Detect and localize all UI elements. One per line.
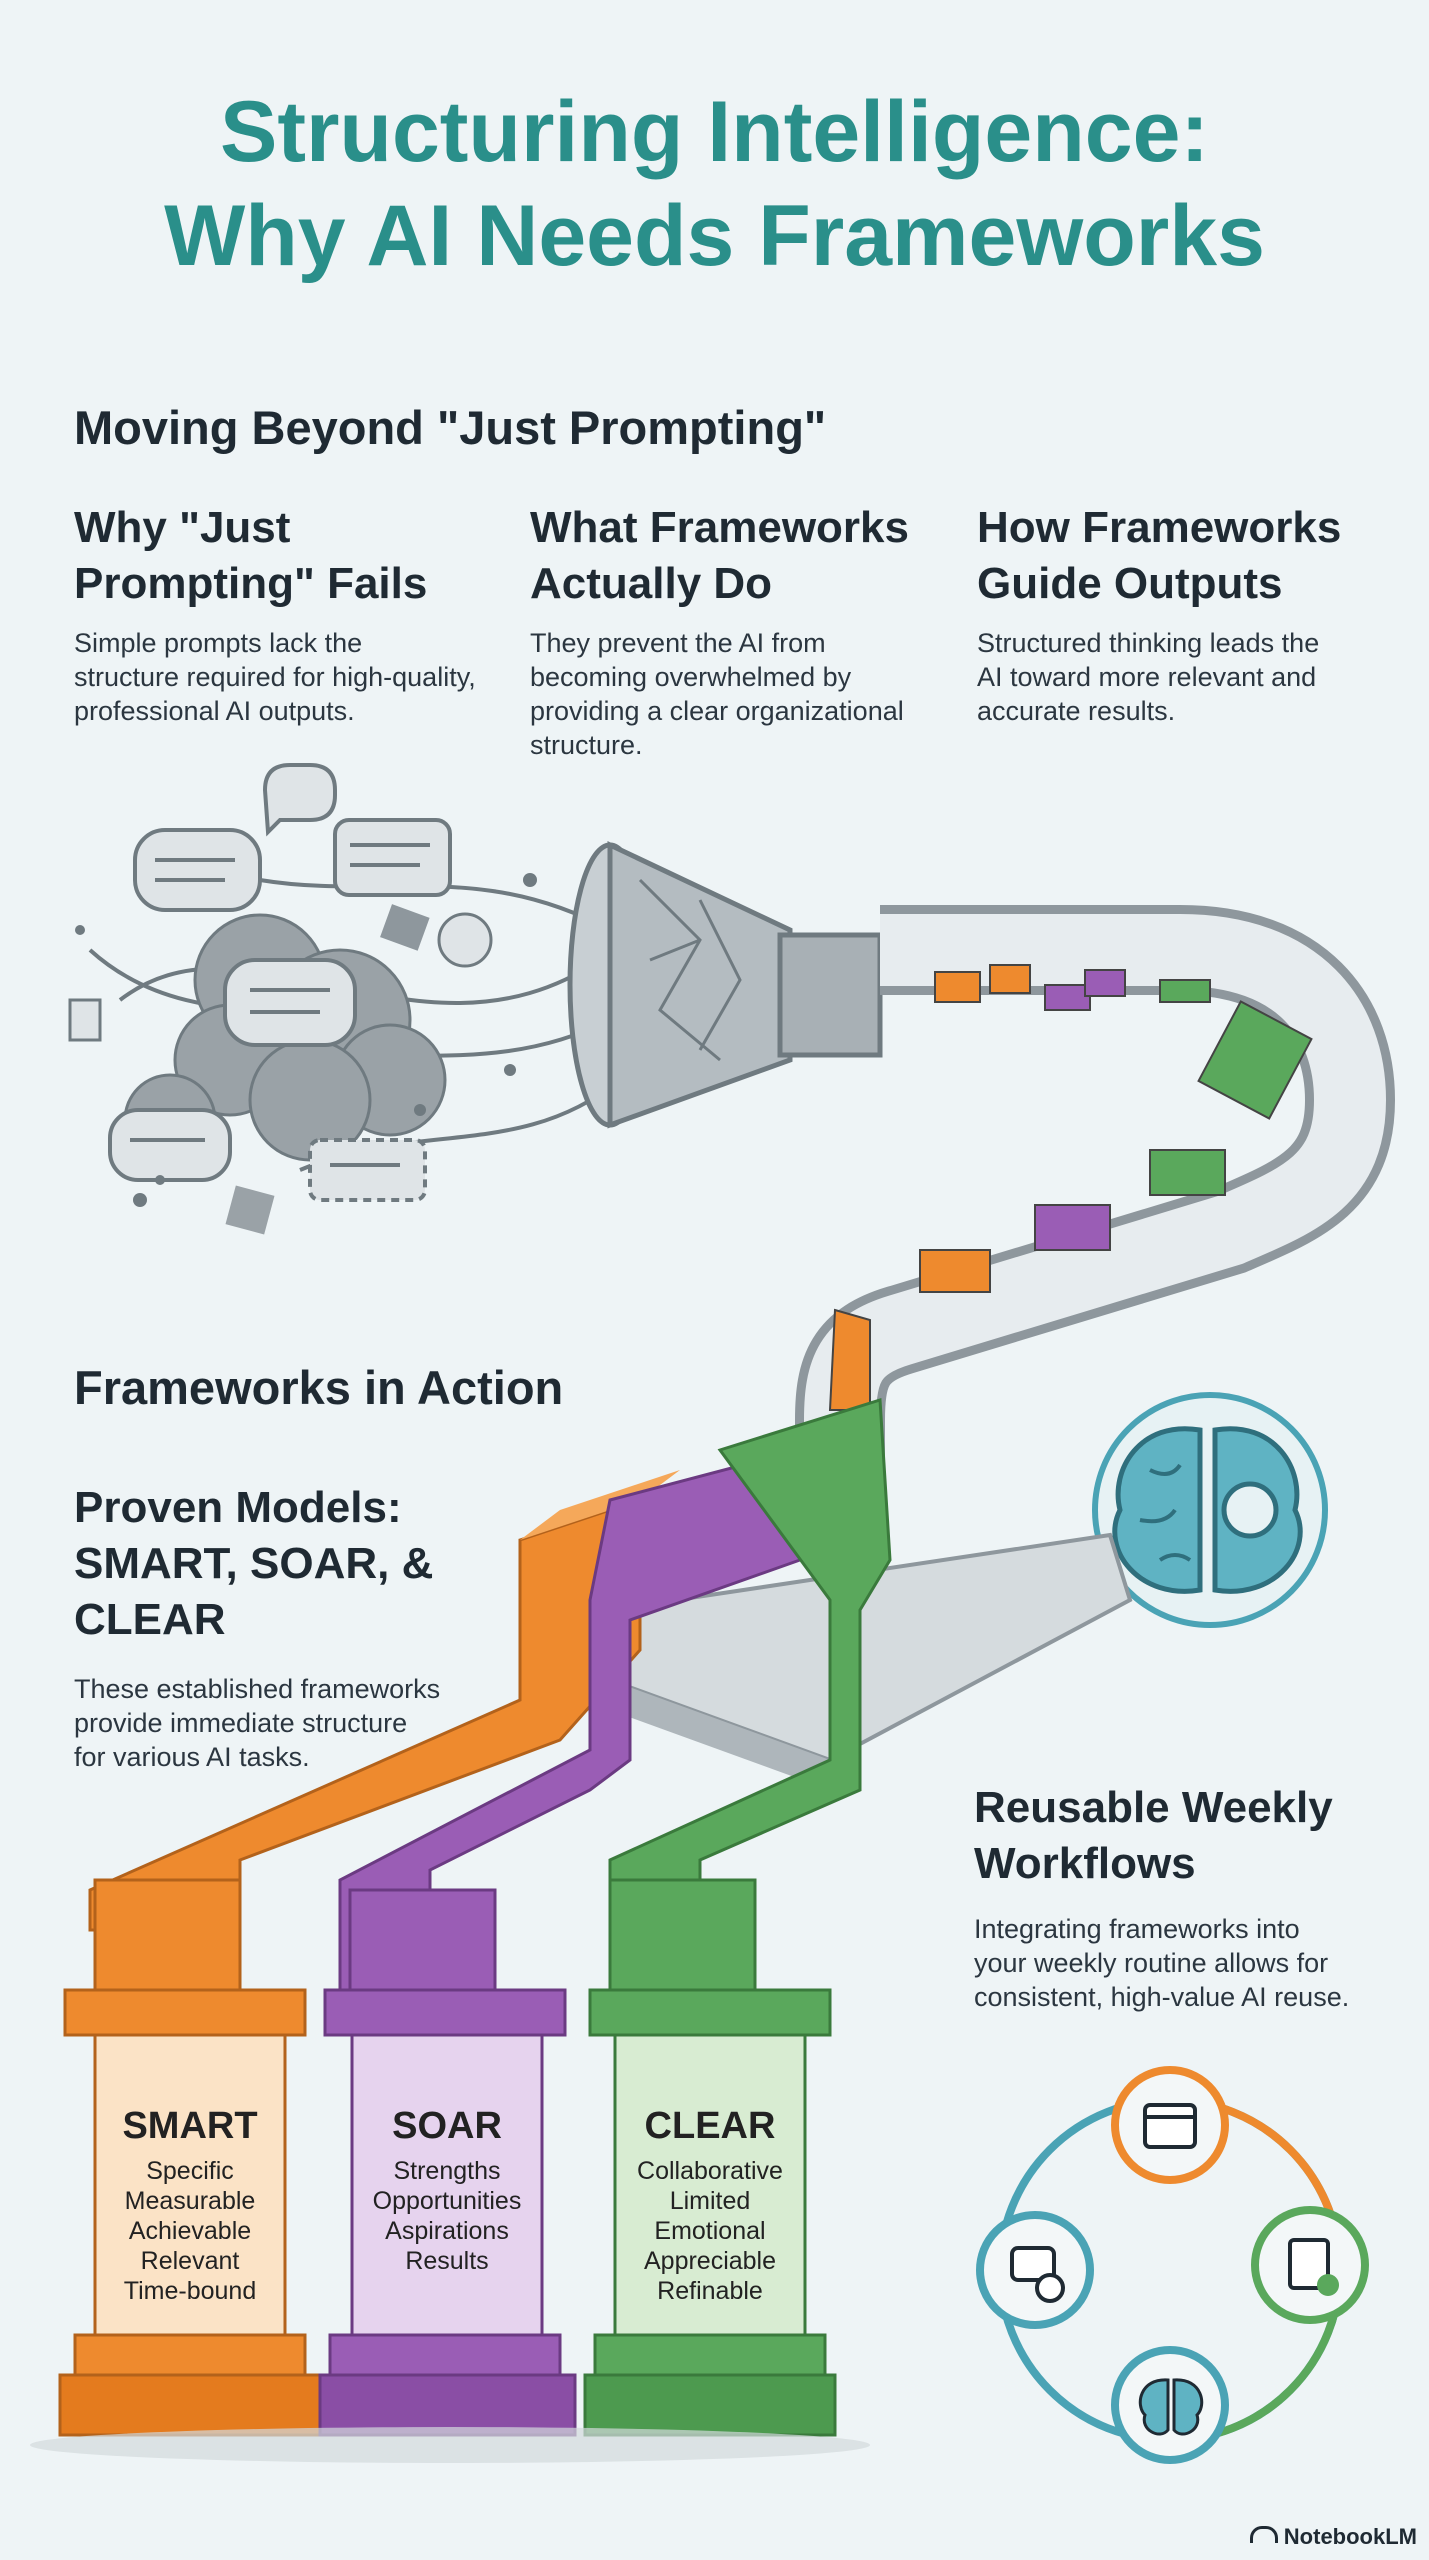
pillar-title: SOAR: [392, 2105, 502, 2147]
checklist-icon: [1251, 2206, 1369, 2324]
col3-heading-line1: How Frameworks: [977, 503, 1342, 552]
pillar-item: Appreciable: [643, 2247, 777, 2275]
col1-body: Simple prompts lack the structure requir…: [74, 626, 476, 728]
pillars: [30, 1878, 870, 2463]
notebooklm-logo-icon: [1249, 2526, 1278, 2543]
main-title: Structuring Intelligence: Why AI Needs F…: [0, 80, 1429, 288]
pillar-item: Collaborative: [637, 2157, 783, 2185]
pillar-item: Opportunities: [372, 2187, 522, 2215]
pillar-item: Time-bound: [123, 2277, 257, 2305]
reusable-body-line: your weekly routine allows for: [974, 1948, 1329, 1978]
proven-heading-line: SMART, SOAR, &: [74, 1539, 434, 1588]
col1-heading: Why "Just Prompting" Fails: [74, 500, 427, 612]
proven-heading: Proven Models: SMART, SOAR, & CLEAR: [74, 1480, 433, 1648]
reusable-heading-line: Reusable Weekly: [974, 1783, 1333, 1832]
chaos-cloud: [68, 763, 622, 1235]
bubble-text-lines: [130, 843, 430, 1167]
main-title-line1: Structuring Intelligence:: [219, 84, 1210, 180]
brain-gear-icon: [1092, 1392, 1328, 1628]
proven-body: These established frameworks provide imm…: [74, 1672, 440, 1774]
chat-clock-icon: [976, 2211, 1094, 2329]
col3-body: Structured thinking leads the AI toward …: [977, 626, 1319, 728]
reusable-heading-line: Workflows: [974, 1839, 1196, 1888]
proven-heading-line: CLEAR: [74, 1595, 226, 1644]
col2-body-line: They prevent the AI from: [530, 628, 826, 658]
reusable-heading: Reusable Weekly Workflows: [974, 1780, 1333, 1892]
upper-conveyor: [795, 905, 1396, 1470]
col2-body-line: providing a clear organizational: [530, 696, 904, 726]
proven-body-line: provide immediate structure: [74, 1708, 408, 1738]
col1-body-line: structure required for high-quality,: [74, 662, 476, 692]
col3-body-line: accurate results.: [977, 696, 1176, 726]
pillar-clear-label: CLEAR Collaborative Limited Emotional Ap…: [615, 2105, 805, 2306]
pillar-item: Limited: [669, 2187, 751, 2215]
speech-bubble-icon: [108, 763, 452, 1202]
section2-heading: Frameworks in Action: [74, 1361, 564, 1414]
col2-body: They prevent the AI from becoming overwh…: [530, 626, 904, 762]
scatter-dots: [68, 873, 537, 1235]
pillar-item: Achievable: [128, 2217, 252, 2245]
funnel-icon: [567, 841, 883, 1129]
pillar-item: Measurable: [124, 2187, 256, 2215]
col2-heading-line2: Actually Do: [530, 559, 773, 608]
workflow-cycle: [976, 2066, 1369, 2464]
pillar-item: Results: [405, 2247, 489, 2275]
col3-heading-line2: Guide Outputs: [977, 559, 1283, 608]
main-title-line2: Why AI Needs Frameworks: [164, 188, 1265, 284]
pillar-soar-label: SOAR Strengths Opportunities Aspirations…: [352, 2105, 542, 2276]
conveyor-blocks: [828, 964, 1313, 1411]
col1-heading-line1: Why "Just: [74, 503, 291, 552]
brand-name: NotebookLM: [1283, 2524, 1417, 2549]
col1-body-line: Simple prompts lack the: [74, 628, 363, 658]
pillar-smart: [58, 1878, 322, 2437]
col2-body-line: structure.: [530, 730, 643, 760]
col3-body-line: Structured thinking leads the: [977, 628, 1320, 658]
pillar-clear: [583, 1878, 837, 2437]
col1-heading-line2: Prompting" Fails: [74, 559, 428, 608]
pillar-item: Strengths: [393, 2157, 501, 2185]
reusable-body: Integrating frameworks into your weekly …: [974, 1912, 1349, 2014]
pillar-item: Refinable: [657, 2277, 763, 2305]
pillar-title: SMART: [122, 2105, 258, 2147]
col3-heading: How Frameworks Guide Outputs: [977, 500, 1341, 612]
pillar-soar: [318, 1888, 577, 2437]
pillar-item: Relevant: [140, 2247, 240, 2275]
col2-heading: What Frameworks Actually Do: [530, 500, 909, 612]
reusable-body-line: Integrating frameworks into: [974, 1914, 1300, 1944]
brain-icon: [1111, 2346, 1229, 2464]
col1-body-line: professional AI outputs.: [74, 696, 355, 726]
brand-badge: NotebookLM: [1249, 2524, 1417, 2550]
section1-heading: Moving Beyond "Just Prompting": [74, 401, 827, 454]
pillar-item: Specific: [146, 2157, 234, 2185]
proven-body-line: These established frameworks: [74, 1674, 441, 1704]
pillar-item: Aspirations: [385, 2217, 509, 2245]
pillar-smart-label: SMART Specific Measurable Achievable Rel…: [95, 2105, 285, 2306]
col2-body-line: becoming overwhelmed by: [530, 662, 852, 692]
col2-heading-line1: What Frameworks: [530, 503, 909, 552]
col3-body-line: AI toward more relevant and: [977, 662, 1317, 692]
pillar-title: CLEAR: [644, 2105, 776, 2147]
reusable-body-line: consistent, high-value AI reuse.: [974, 1982, 1350, 2012]
proven-body-line: for various AI tasks.: [74, 1742, 310, 1772]
calendar-icon: [1111, 2066, 1229, 2184]
pillar-item: Emotional: [654, 2217, 766, 2245]
proven-heading-line: Proven Models:: [74, 1483, 402, 1532]
